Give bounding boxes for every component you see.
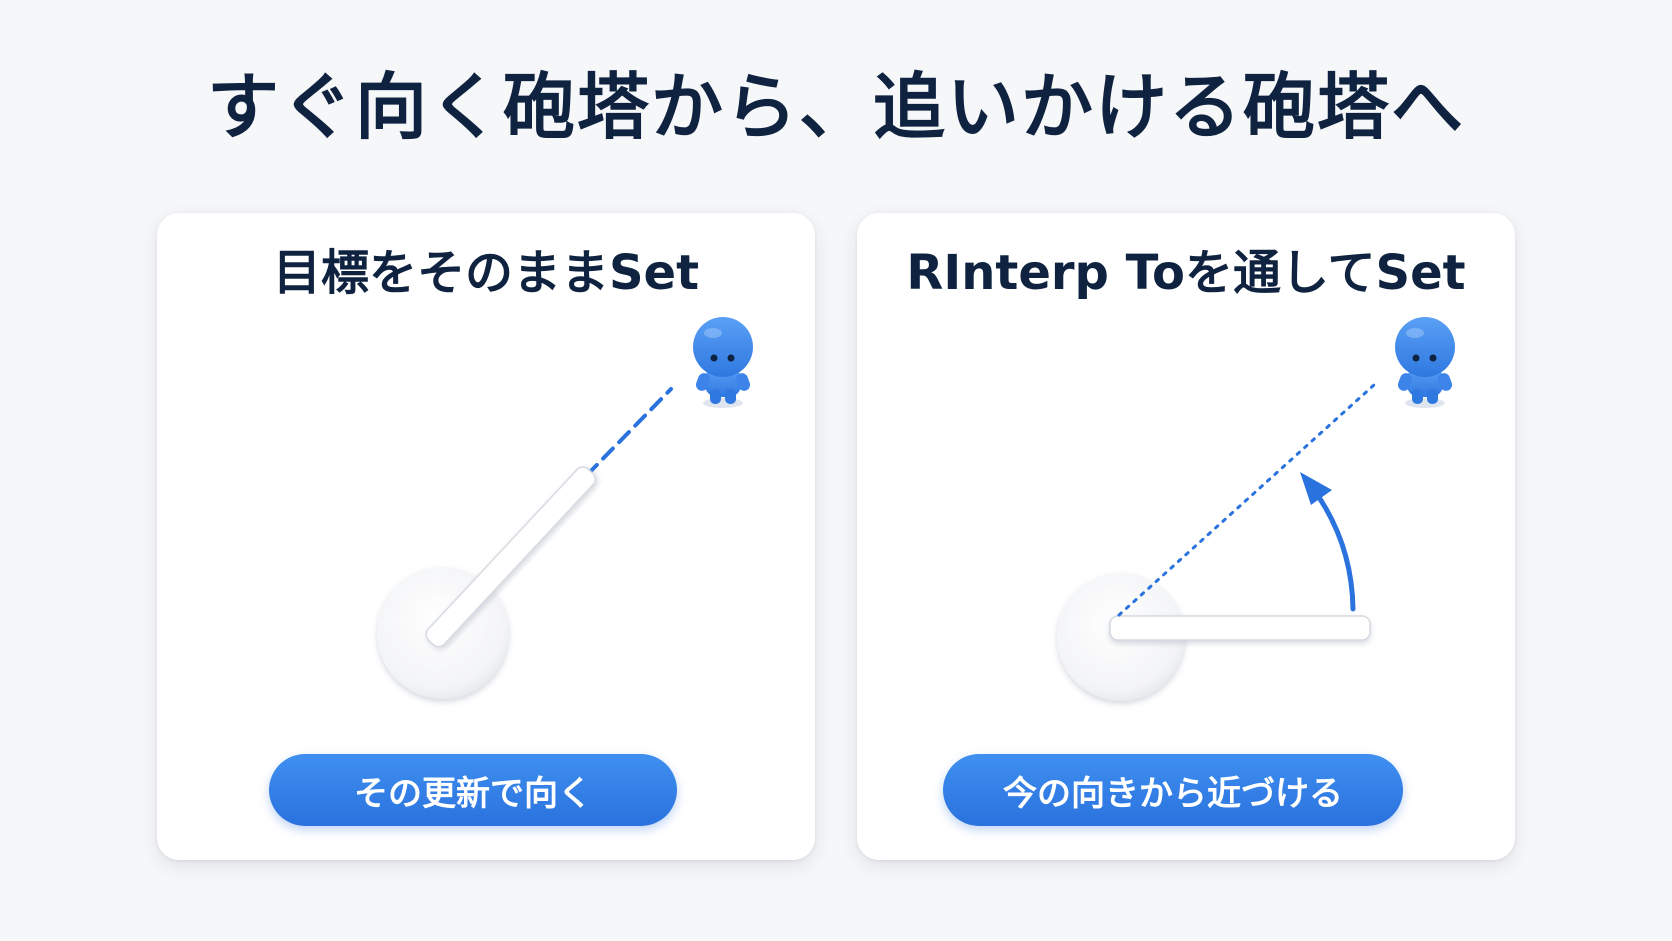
panel-rinterp-set: RInterp Toを通してSet [857, 213, 1515, 860]
page-title: すぐ向く砲塔から、追いかける砲塔へ [206, 65, 1465, 149]
panel-title: 目標をそのままSet [272, 245, 700, 301]
caption-pill: その更新で向く [269, 754, 677, 826]
rinterp-diagram [1057, 317, 1455, 701]
turret-barrel [1109, 615, 1371, 641]
caption-pill: 今の向きから近づける [943, 754, 1403, 826]
target-character-icon [1395, 317, 1455, 408]
target-character-icon [693, 317, 753, 408]
rotation-arrow-head [1300, 472, 1332, 505]
panel-title: RInterp Toを通してSet [906, 245, 1466, 301]
aim-line [585, 387, 673, 477]
rotation-arrow-icon [1311, 487, 1356, 612]
target-direction-line [1117, 383, 1376, 617]
direct-set-diagram [377, 317, 753, 699]
panel-direct-set: 目標をそのままSet [157, 213, 815, 860]
turret-barrel [425, 466, 596, 648]
